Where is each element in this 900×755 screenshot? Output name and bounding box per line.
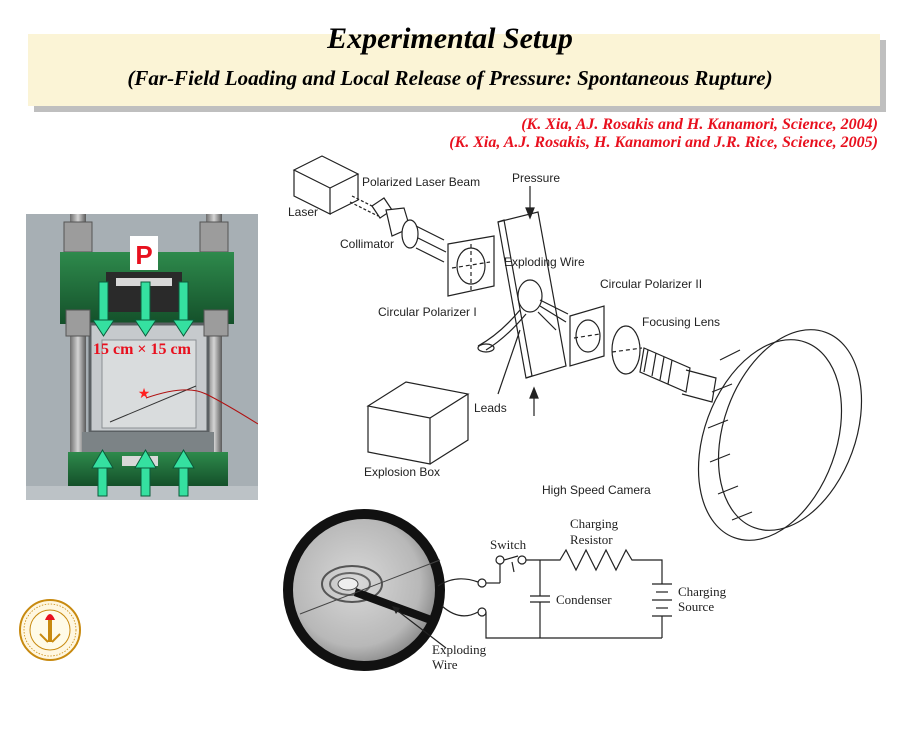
polarizer-2-label: Circular Polarizer II — [600, 277, 702, 291]
source-label-1: Charging — [678, 584, 727, 599]
beam-label: Polarized Laser Beam — [362, 175, 480, 189]
explosion-box-label: Explosion Box — [364, 465, 440, 479]
specimen-size-label: 15 cm × 15 cm — [93, 341, 192, 358]
exploding-wire-label-2: Wire — [432, 657, 458, 672]
resistor-label-2: Resistor — [570, 532, 613, 547]
caltech-seal-logo — [19, 599, 81, 661]
laser-label: Laser — [288, 205, 318, 219]
collimator-label: Collimator — [340, 237, 394, 251]
exploding-wire-label-1: Exploding — [432, 642, 487, 657]
slide-subtitle: (Far-Field Loading and Local Release of … — [127, 66, 773, 90]
switch-label: Switch — [490, 537, 527, 552]
pressure-label: Pressure — [512, 171, 560, 185]
citation-2005: (K. Xia, A.J. Rosakis, H. Kanamori and J… — [449, 134, 878, 151]
polarizer-1-label: Circular Polarizer I — [378, 305, 477, 319]
wire-explosion-photo — [283, 509, 445, 671]
load-label: P — [135, 240, 152, 270]
source-label-2: Source — [678, 599, 714, 614]
leads-label: Leads — [474, 401, 507, 415]
resistor-label-1: Charging — [570, 516, 619, 531]
load-label-box — [130, 236, 158, 270]
condenser-label: Condenser — [556, 592, 612, 607]
citation-2004: (K. Xia, AJ. Rosakis and H. Kanamori, Sc… — [521, 116, 878, 133]
star-icon: ★ — [138, 385, 151, 401]
slide-title: Experimental Setup — [327, 22, 573, 55]
loading-frame-photo: P 15 cm × 15 cm ★ — [26, 214, 258, 500]
title-banner — [28, 34, 880, 106]
high-speed-camera-label: High Speed Camera — [542, 483, 651, 497]
exploding-wire-label: Exploding Wire — [504, 255, 585, 269]
focusing-lens-label: Focusing Lens — [642, 315, 720, 329]
